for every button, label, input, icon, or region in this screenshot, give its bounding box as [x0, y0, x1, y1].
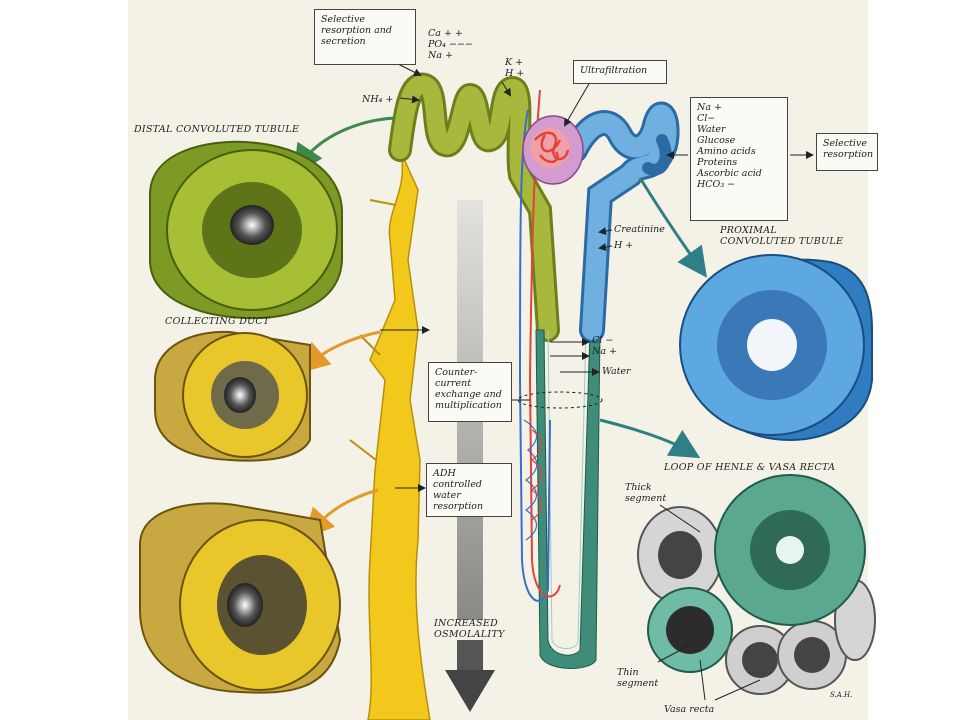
loop-cross-section — [637, 474, 876, 701]
adh-box: ADH controlled water resorption — [426, 463, 512, 517]
loop-heading: LOOP OF HENLE & VASA RECTA — [664, 462, 836, 473]
ultrafiltration-box: Ultrafiltration — [573, 60, 667, 84]
collecting-cross-section-1 — [154, 330, 311, 462]
ion-nh4: NH₄ + — [362, 94, 394, 105]
artist-signature: S.A.H. — [830, 691, 853, 699]
distal-tubule — [388, 72, 560, 342]
selective-resorption-box: Selective resorption — [816, 133, 878, 171]
osmolality-label: INCREASED OSMOLALITY — [434, 618, 505, 640]
thick-segment-label: Thick segment — [625, 482, 667, 504]
collecting-duct — [349, 149, 431, 720]
selective-secretion-box: Selective resorption and secretion — [314, 9, 416, 65]
vasa-recta-label: Vasa recta — [664, 704, 715, 715]
proximal-heading: PROXIMAL CONVOLUTED TUBULE — [720, 225, 844, 247]
ion-arrows — [380, 59, 814, 492]
ion-water: Water — [602, 366, 631, 377]
ions-top: Ca + + PO₄ −−− Na + — [428, 28, 473, 61]
ion-h: H + — [614, 240, 634, 251]
glomerulus — [522, 115, 584, 185]
pointer-arrows — [293, 116, 707, 539]
proximal-tubule — [562, 101, 680, 343]
thin-segment-label: Thin segment — [617, 667, 659, 689]
countercurrent-box: Counter- current exchange and multiplica… — [428, 362, 512, 422]
collecting-cross-section-2 — [139, 502, 342, 694]
filtrate-box: Na + Cl− Water Glucose Amino acids Prote… — [690, 97, 788, 221]
distal-heading: DISTAL CONVOLUTED TUBULE — [134, 124, 300, 135]
ions-kh: K + H + — [505, 57, 525, 79]
collecting-heading: COLLECTING DUCT — [165, 316, 270, 327]
distal-cross-section — [149, 140, 343, 320]
loop-of-henle — [535, 329, 601, 669]
proximal-cross-section — [679, 254, 873, 442]
ion-creatinine: Creatinine — [614, 224, 665, 235]
ions-loop: Cl − Na + — [592, 335, 617, 357]
